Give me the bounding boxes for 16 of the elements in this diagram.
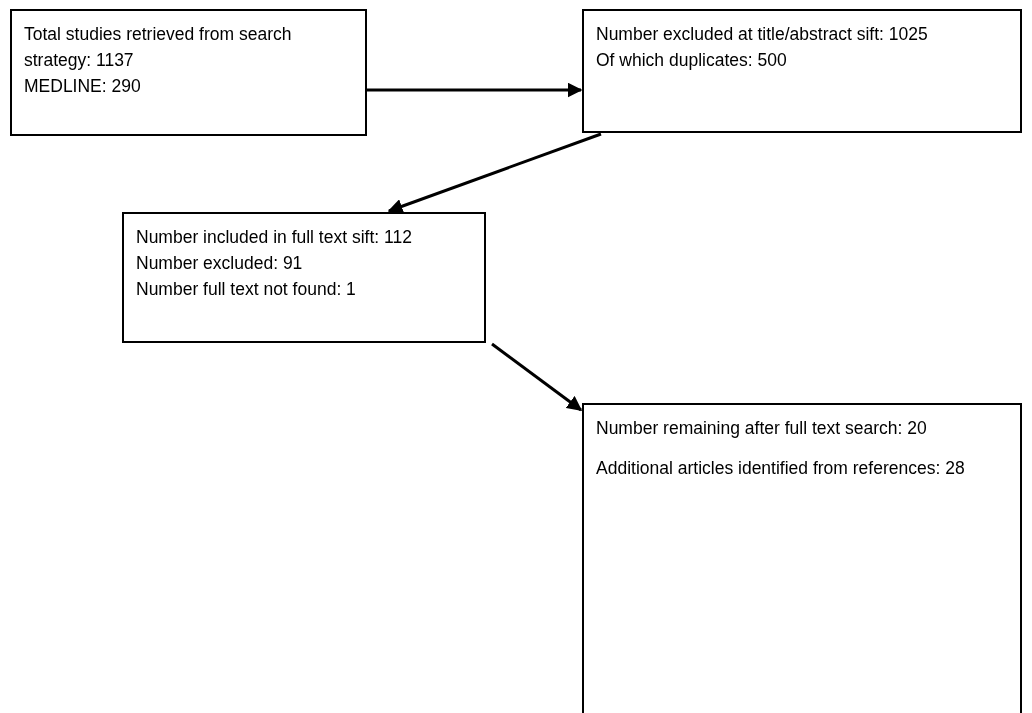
process-box [582, 403, 1022, 713]
process-box [122, 212, 486, 343]
box-text: Number included in full text sift: 112 [136, 226, 413, 249]
box-text: Total studies retrieved from search strategy: 1137 [24, 23, 293, 72]
arrow [387, 132, 602, 214]
box-text: Number excluded: 91 [136, 252, 304, 275]
box-text: Number excluded at title/abstract sift: 1025 [596, 23, 929, 46]
box-text: Of which duplicates: 500 [596, 49, 788, 72]
box-text: Number remaining after full text search: 20 [596, 417, 928, 440]
arrow [367, 82, 583, 98]
process-box [582, 9, 1022, 133]
arrow [491, 342, 583, 412]
box-text: MEDLINE: 290 [24, 75, 142, 98]
box-text: Additional articles identified from references: 28 [596, 457, 966, 480]
box-text: Number full text not found: 1 [136, 278, 357, 301]
process-box [10, 9, 367, 136]
